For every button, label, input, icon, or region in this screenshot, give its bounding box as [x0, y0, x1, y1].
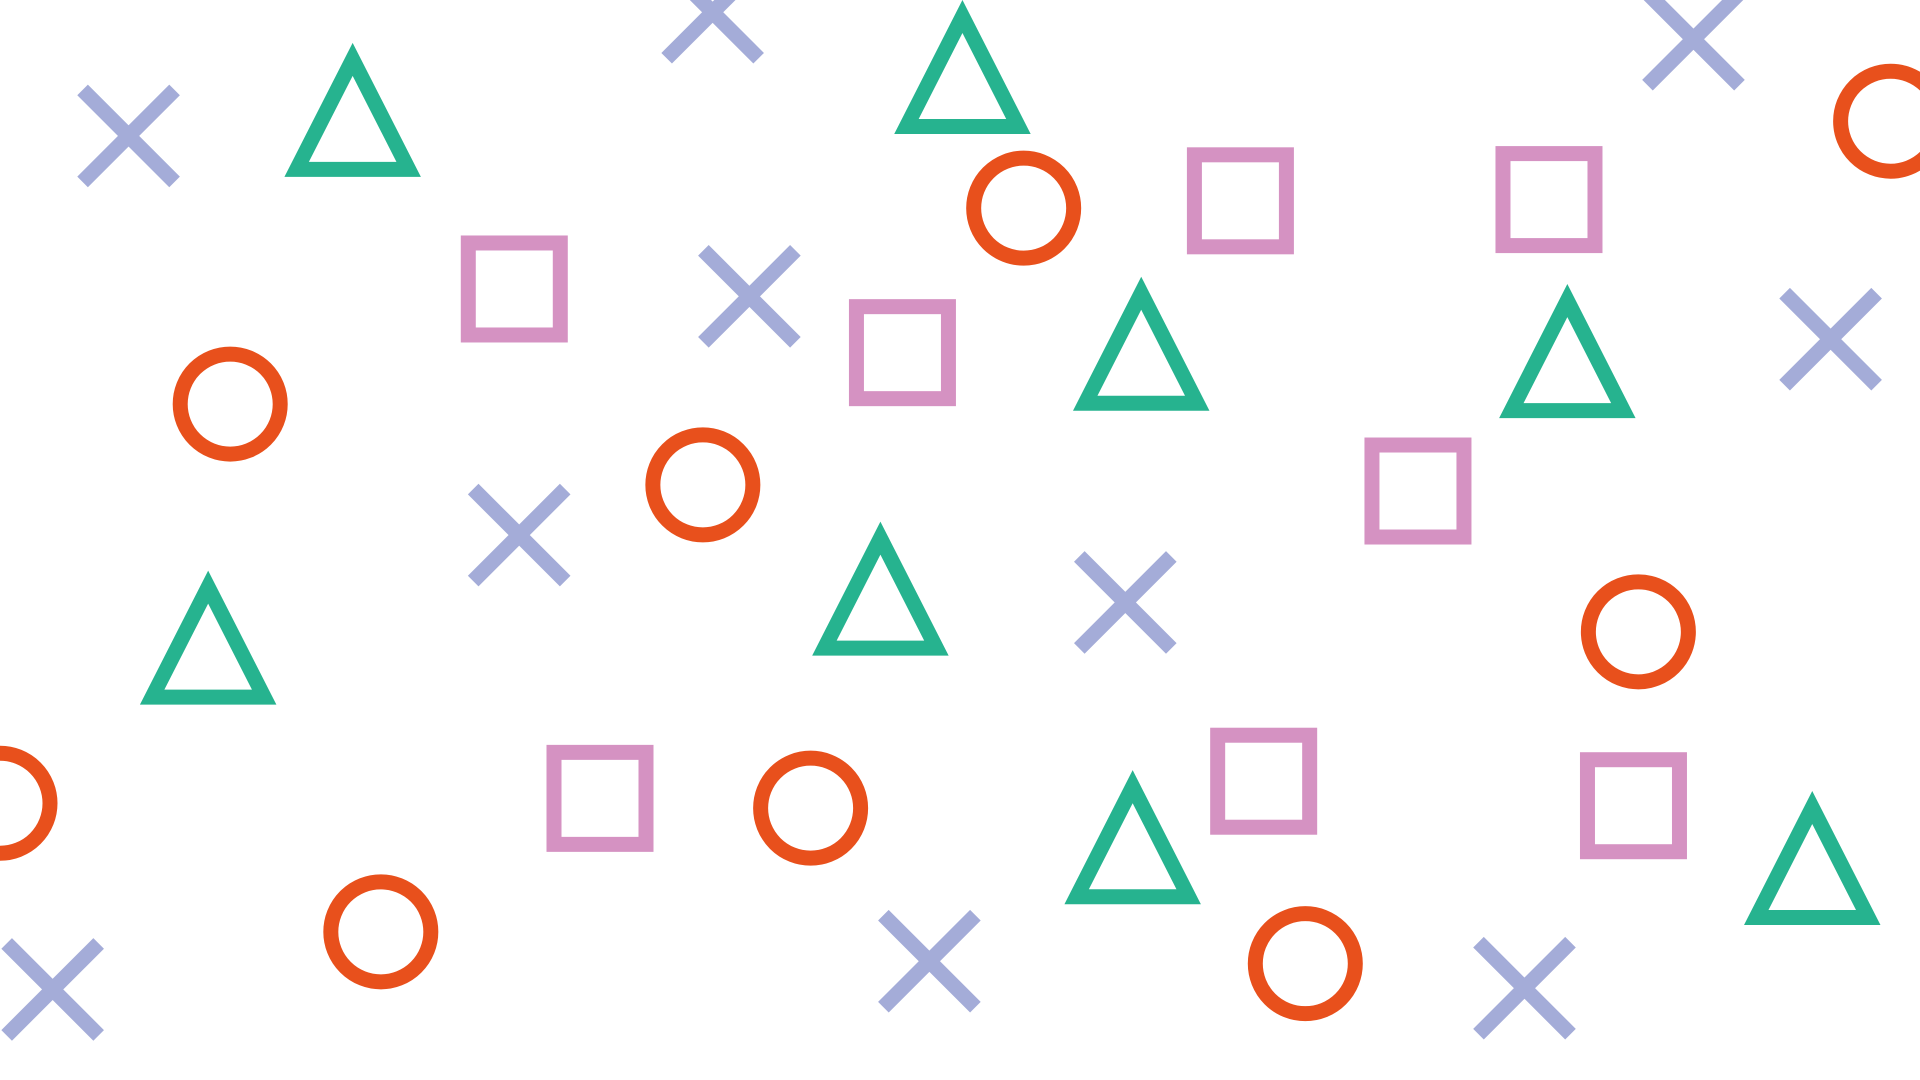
background: [0, 0, 1920, 1080]
shape-pattern-background: [0, 0, 1920, 1080]
